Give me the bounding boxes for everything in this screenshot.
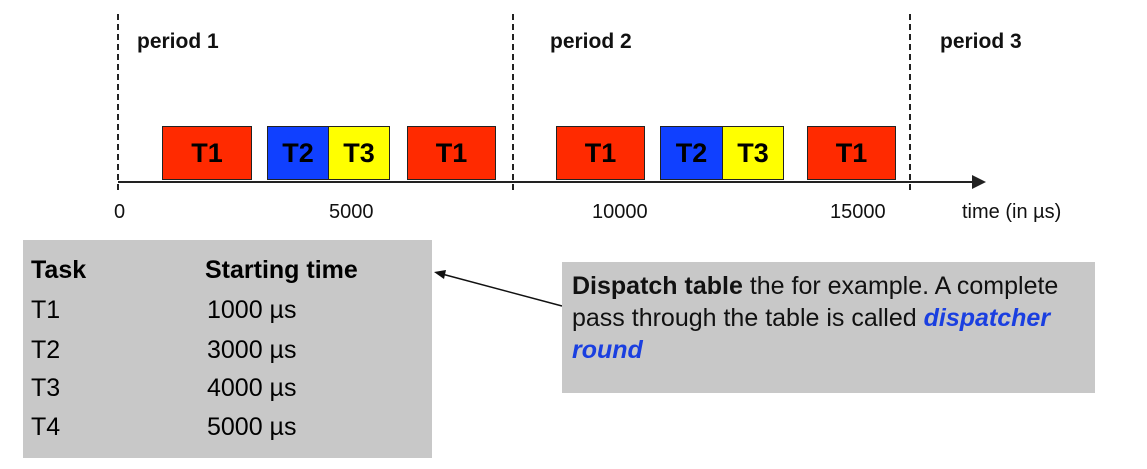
task-block: T1 [407,126,496,180]
period-3-label: period 3 [940,30,1022,53]
period-2-label: period 2 [550,30,632,53]
tick-label: 15000 [830,201,886,223]
axis-label: time (in µs) [962,201,1062,223]
time-axis [118,181,974,183]
header-start: Starting time [205,256,358,284]
period-1-label: period 1 [137,30,219,53]
note-highlight: dispatcher round [572,304,1051,364]
axis-arrow-icon [972,175,986,189]
period-boundary-3 [909,14,911,190]
tick-label: 5000 [329,201,374,223]
task-block: T1 [556,126,645,180]
task-block: T2 [267,126,329,180]
cell-time: 1000 µs [207,296,297,324]
cell-task: T1 [31,296,61,324]
note-bold: Dispatch table [572,272,743,300]
tick-label: 0 [114,201,126,223]
note-text: the for example. A complete pass through… [572,272,1059,332]
task-block: T2 [660,126,723,180]
task-block: T3 [722,126,784,180]
task-block: T1 [807,126,896,180]
cell-task: T2 [31,336,61,364]
dispatch-table: Task Starting time T1 1000 µs T2 3000 µs… [23,240,432,458]
period-boundary-1 [117,14,119,190]
cell-task: T3 [31,374,61,402]
cell-time: 3000 µs [207,336,297,364]
cell-task: T4 [31,413,61,441]
header-task: Task [31,256,87,284]
tick-label: 10000 [592,201,648,223]
cell-time: 4000 µs [207,374,297,402]
period-boundary-2 [512,14,514,190]
cell-time: 5000 µs [207,413,297,441]
explanation-note: Dispatch table the for example. A comple… [562,262,1095,393]
task-block: T3 [328,126,390,180]
task-block: T1 [162,126,252,180]
